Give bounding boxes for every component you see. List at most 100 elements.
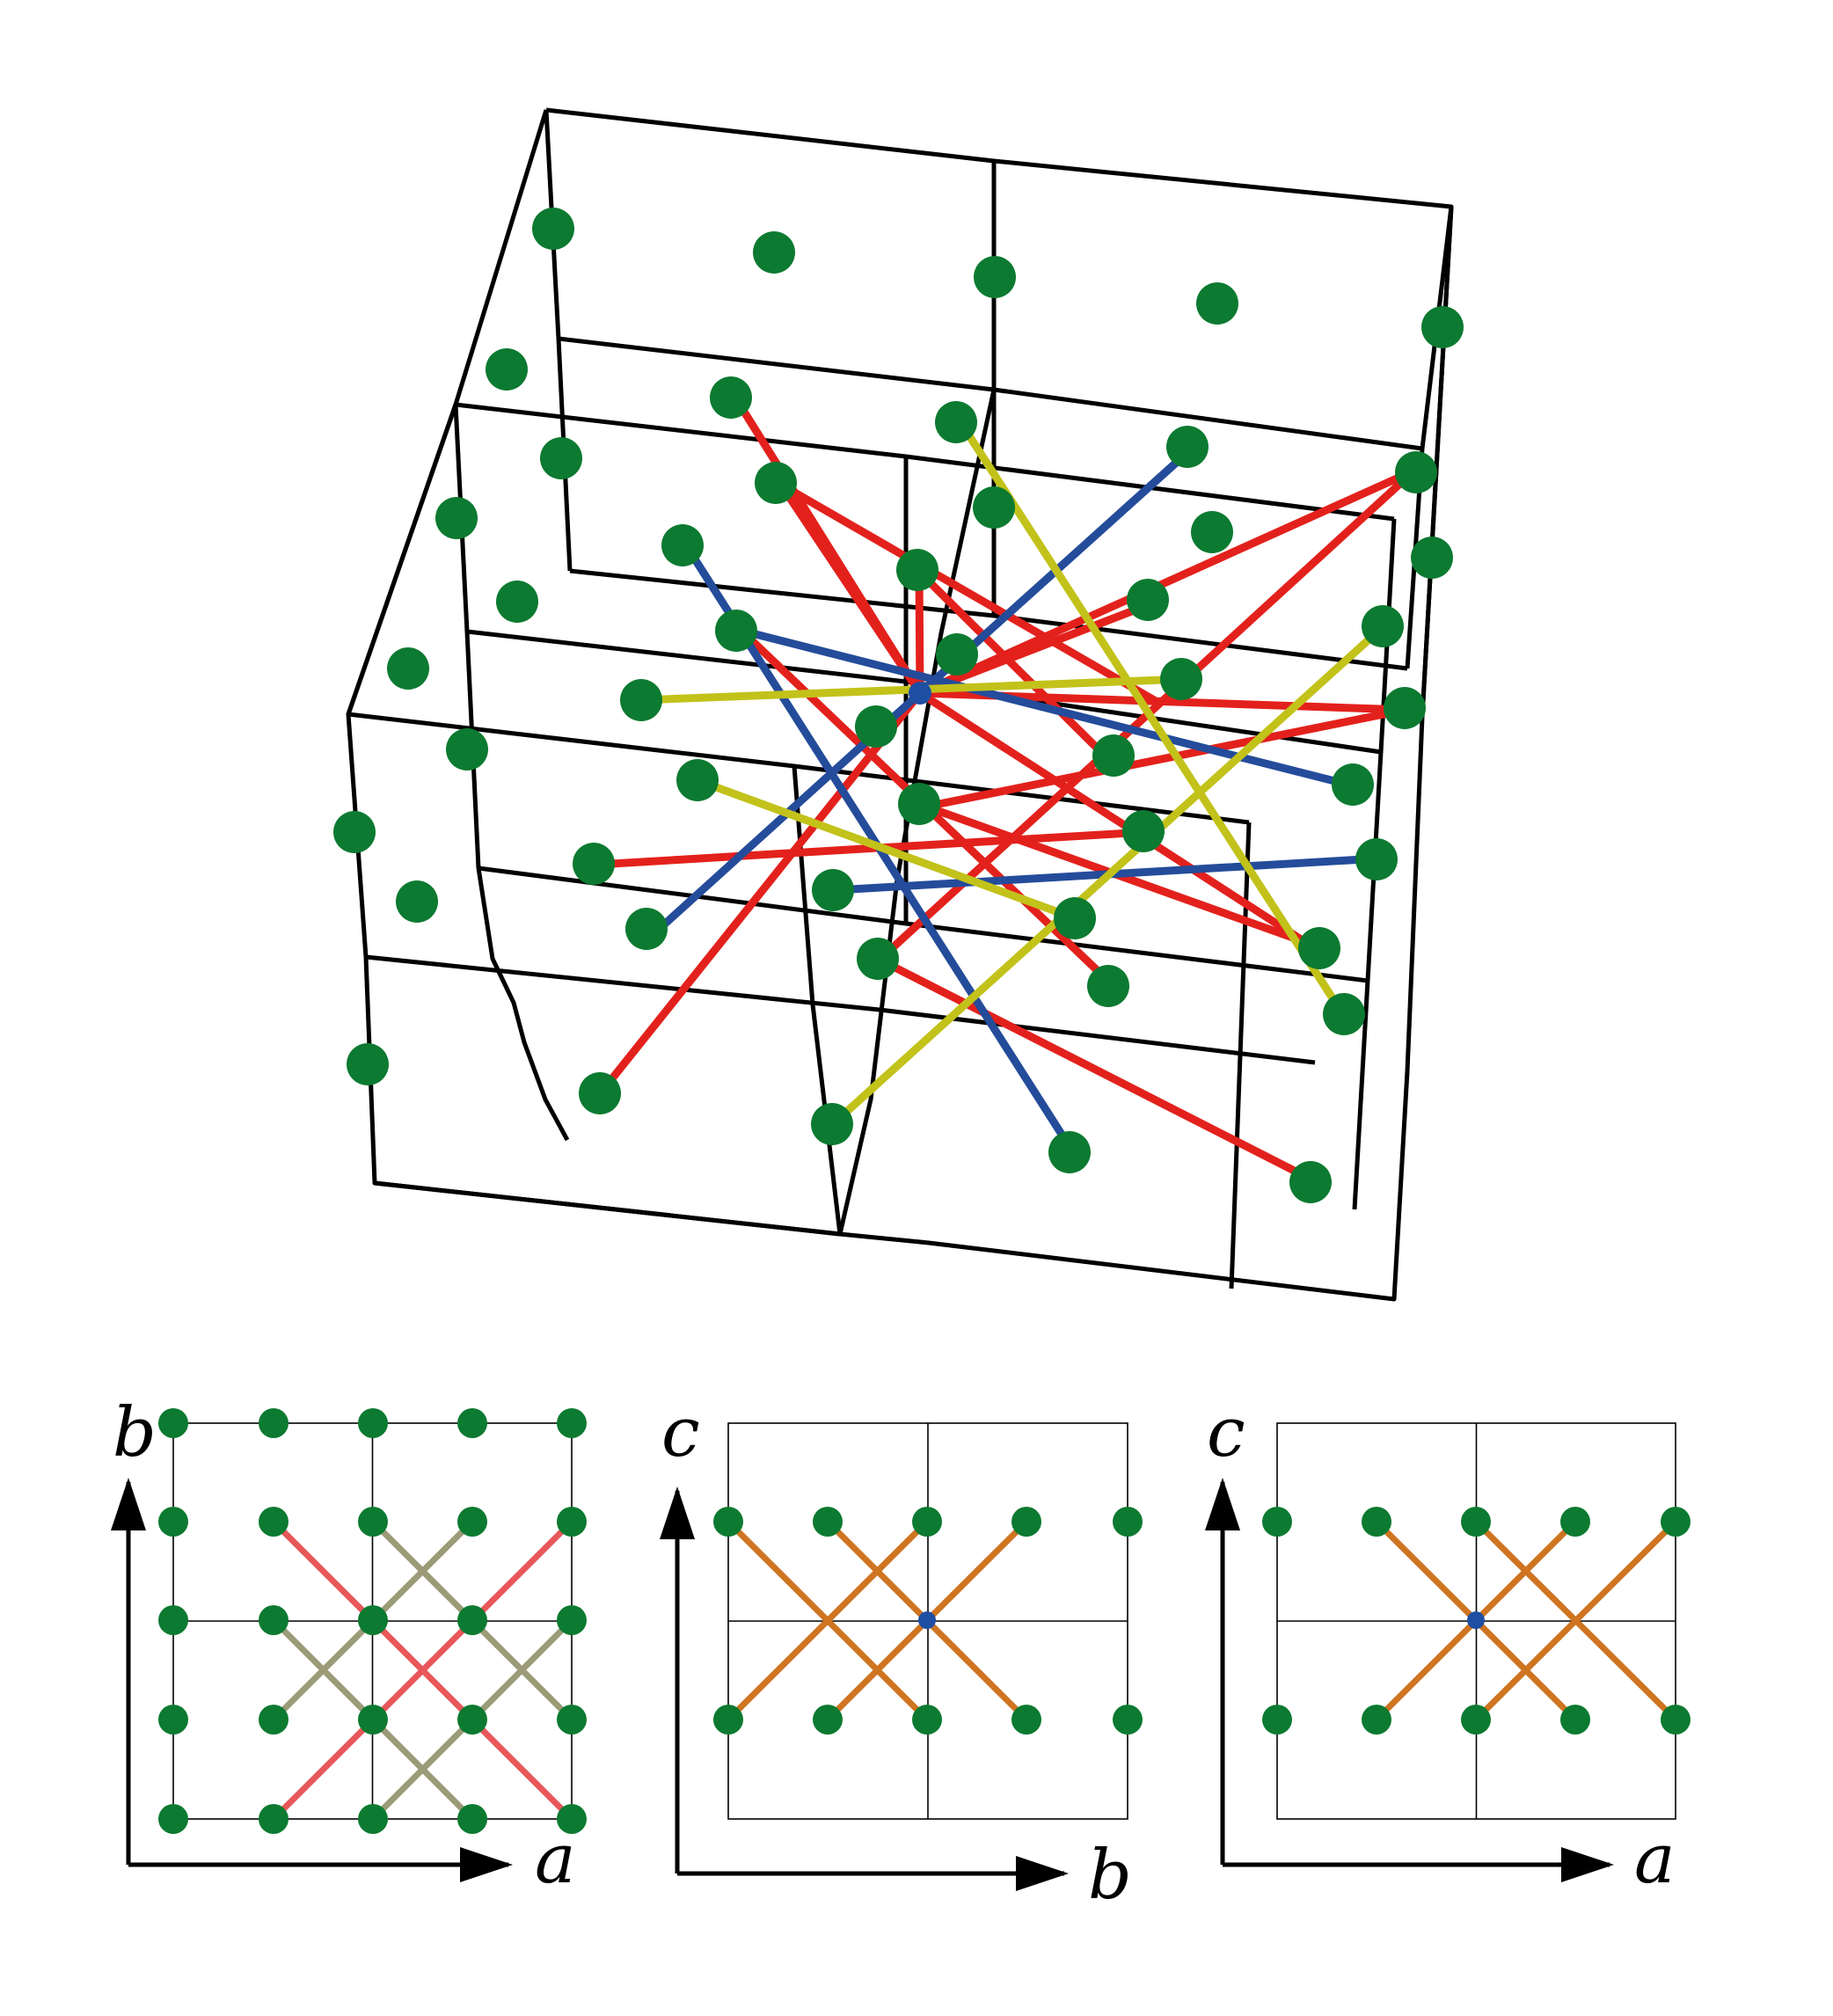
red-bond — [875, 955, 1319, 1186]
atom — [1362, 605, 1404, 647]
atom — [935, 401, 977, 443]
projection-panel-ac: a c — [1205, 1393, 1691, 1899]
projected-bond — [725, 1518, 931, 1723]
atom — [158, 1605, 188, 1635]
atom — [446, 728, 488, 771]
cell-edge — [1420, 206, 1454, 718]
y-axis-label: c — [661, 1393, 700, 1472]
center-atom — [1467, 1611, 1485, 1629]
atom — [661, 524, 704, 566]
atom — [1196, 282, 1238, 325]
atom — [259, 1804, 288, 1834]
red-bond — [916, 689, 1315, 950]
atom — [158, 1804, 188, 1834]
atom — [812, 869, 854, 911]
projected-atoms — [1262, 1507, 1691, 1735]
center-atom — [909, 682, 931, 705]
atom — [1362, 1705, 1391, 1735]
atom — [259, 1507, 288, 1537]
atom — [532, 208, 574, 250]
atom — [912, 1705, 942, 1735]
atom — [1113, 1705, 1143, 1735]
atom — [1113, 1507, 1143, 1537]
atom — [358, 1408, 388, 1438]
atom — [1362, 1507, 1391, 1537]
red-bond — [777, 480, 1160, 705]
atom — [158, 1705, 188, 1735]
cell-edge — [453, 404, 570, 1142]
atom — [457, 1605, 487, 1635]
cell-edge — [455, 402, 1395, 522]
atom — [1011, 1507, 1041, 1537]
atom — [347, 1043, 389, 1085]
atom — [1461, 1507, 1491, 1537]
atom — [753, 231, 795, 274]
red-bond — [922, 705, 1410, 811]
projected-bond — [270, 1518, 575, 1822]
atom — [1262, 1705, 1292, 1735]
atom — [1122, 810, 1165, 852]
atom — [1323, 993, 1365, 1035]
atom — [1298, 927, 1340, 969]
atom — [912, 1507, 942, 1537]
atom — [1661, 1705, 1691, 1735]
atom — [813, 1705, 843, 1735]
atom — [813, 1507, 843, 1537]
red-bond — [592, 828, 1150, 869]
yellow-bond — [829, 622, 1388, 1128]
center-atom — [918, 1611, 936, 1629]
yellow-bond — [956, 418, 1348, 1020]
blue-bond — [737, 626, 1363, 792]
atom — [1011, 1705, 1041, 1735]
projected-bonds — [270, 1518, 575, 1822]
atom — [333, 811, 376, 853]
atom — [358, 1705, 388, 1735]
atom — [1087, 965, 1129, 1007]
atom — [1461, 1705, 1491, 1735]
atom — [387, 647, 429, 690]
atom — [358, 1804, 388, 1834]
x-axis-label: a — [535, 1820, 576, 1899]
atom — [158, 1507, 188, 1537]
red-bond — [595, 689, 924, 1099]
atom — [620, 679, 662, 721]
atom — [358, 1605, 388, 1635]
atom — [713, 1705, 743, 1735]
atom — [1421, 306, 1464, 348]
atom — [1289, 1161, 1332, 1203]
atom — [457, 1507, 487, 1537]
atom — [1160, 658, 1202, 700]
atom — [898, 783, 940, 825]
atom — [811, 1103, 853, 1145]
atom — [540, 437, 582, 479]
projected-atoms — [713, 1507, 1143, 1735]
cell-edge — [374, 1180, 841, 1237]
atom — [358, 1507, 388, 1537]
atom — [259, 1605, 288, 1635]
atom — [557, 1605, 587, 1635]
perspective-supercell-view — [333, 107, 1464, 1302]
projection-panel-ab: a b — [111, 1393, 587, 1899]
y-axis-label: c — [1207, 1393, 1245, 1472]
atom — [676, 759, 719, 801]
projected-atoms — [158, 1408, 587, 1834]
atom — [557, 1507, 587, 1537]
atom — [710, 376, 752, 419]
y-axis-label: b — [113, 1393, 157, 1472]
atom — [1191, 511, 1233, 553]
atom — [1332, 763, 1374, 806]
atom — [974, 256, 1016, 298]
red-bond — [777, 480, 924, 698]
atom — [936, 633, 978, 676]
coordination-bonds — [592, 393, 1419, 1186]
atom — [259, 1408, 288, 1438]
atom — [855, 705, 897, 748]
x-axis-label: a — [1634, 1820, 1676, 1899]
yellow-bond — [695, 777, 1082, 924]
atom — [557, 1804, 587, 1834]
cell-edge — [365, 954, 1316, 1065]
atom — [579, 1072, 621, 1114]
atom — [625, 908, 668, 950]
atom — [1054, 897, 1096, 939]
